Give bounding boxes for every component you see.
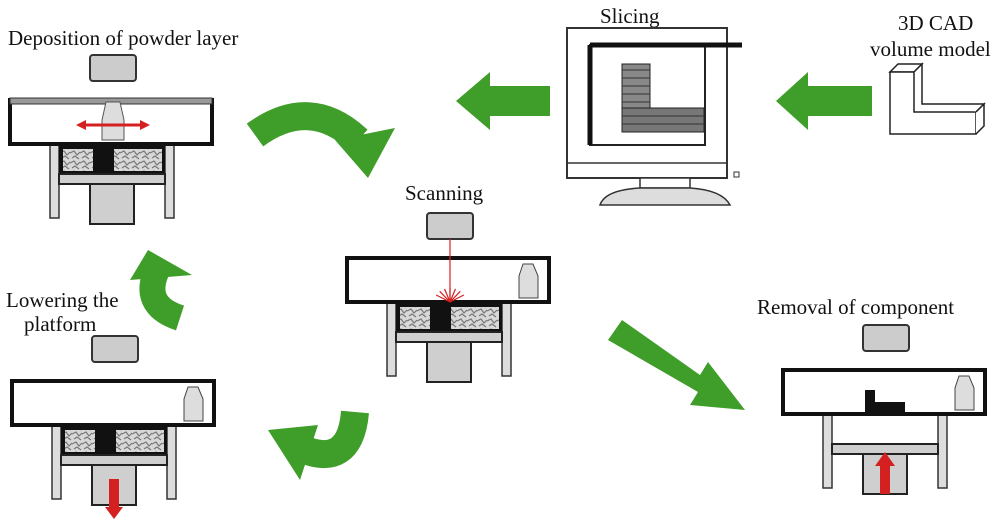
curved-arrow-deposition-to-scanning xyxy=(246,102,395,178)
recoater-nozzle xyxy=(518,263,539,299)
label-cad-line2: volume model xyxy=(870,37,991,61)
cad-model-icon xyxy=(888,62,986,135)
build-platform xyxy=(58,173,166,185)
label-lowering-line2: platform xyxy=(24,312,96,336)
piston xyxy=(426,341,472,383)
recoater-nozzle xyxy=(101,101,125,141)
sliced-model-icon xyxy=(621,63,705,133)
laser-head-icon xyxy=(91,335,139,363)
build-platform xyxy=(395,331,503,343)
laser-head-icon xyxy=(862,324,910,352)
powder xyxy=(114,149,162,171)
label-removal: Removal of component xyxy=(757,295,954,319)
machine-leg xyxy=(49,143,60,219)
machine-chamber xyxy=(10,379,216,427)
label-lowering-line1: Lowering the xyxy=(6,288,119,312)
machine-scanning xyxy=(345,212,551,383)
machine-removal xyxy=(781,324,987,495)
laser-head-icon xyxy=(89,54,137,82)
powder xyxy=(63,149,93,171)
platform-up-arrow xyxy=(875,452,895,466)
arrow-cad-to-slicing xyxy=(776,72,872,130)
curved-arrow-lowering-to-deposition xyxy=(130,250,192,331)
label-scanning: Scanning xyxy=(405,181,484,205)
machine-leg xyxy=(937,413,948,489)
laser-beam xyxy=(435,239,465,303)
powder xyxy=(116,430,164,452)
powder xyxy=(400,307,430,329)
monitor-icon xyxy=(566,27,742,206)
machine-leg xyxy=(386,301,397,377)
machine-leg xyxy=(164,143,175,219)
piston xyxy=(89,183,135,225)
label-slicing: Slicing xyxy=(600,4,660,28)
curved-arrow-scanning-to-lowering xyxy=(268,410,369,480)
platform-down-arrow xyxy=(109,479,119,509)
label-cad-line1: 3D CAD xyxy=(898,11,973,35)
powder xyxy=(65,430,95,452)
powder xyxy=(451,307,499,329)
laser-head-icon xyxy=(426,212,474,240)
machine-leg xyxy=(166,424,177,500)
label-deposition: Deposition of powder layer xyxy=(8,26,238,50)
recoater-nozzle xyxy=(954,375,975,411)
arrow-scanning-to-removal xyxy=(608,320,745,410)
machine-leg xyxy=(501,301,512,377)
finished-component xyxy=(865,390,905,414)
machine-deposition xyxy=(8,54,214,225)
arrow-slicing-to-deposition xyxy=(456,72,550,130)
machine-lowering xyxy=(10,335,216,519)
build-platform xyxy=(60,454,168,466)
machine-leg xyxy=(822,413,833,489)
recoater-nozzle xyxy=(183,386,204,422)
machine-leg xyxy=(51,424,62,500)
machine-chamber xyxy=(345,256,551,304)
